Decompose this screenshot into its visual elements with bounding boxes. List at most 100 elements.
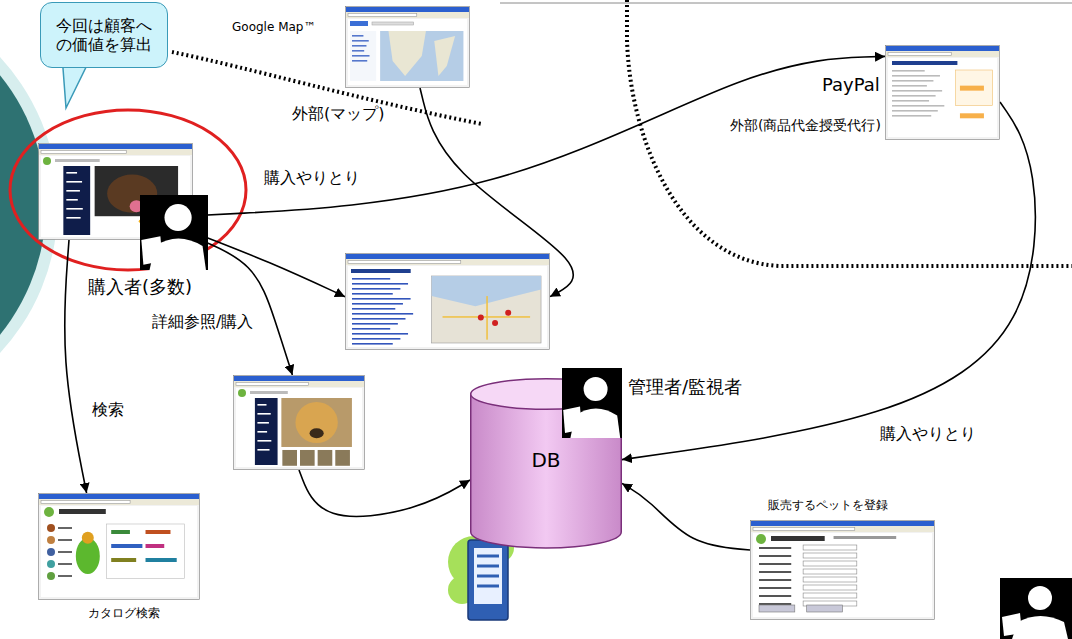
form-label xyxy=(759,571,791,573)
tag-word xyxy=(111,558,136,562)
flow-arrow xyxy=(299,470,470,516)
text-line xyxy=(352,288,400,290)
page-body xyxy=(348,266,547,347)
screenshot-frame xyxy=(346,7,470,88)
flow-arrow xyxy=(193,56,885,215)
button xyxy=(960,86,984,91)
callout-bubble: 今回は顧客への価値を算出 xyxy=(40,2,168,68)
map-land xyxy=(388,31,425,76)
server-icon xyxy=(477,575,499,578)
text-line xyxy=(352,283,408,285)
screenshot-frame xyxy=(39,494,200,600)
person-icon xyxy=(140,195,208,270)
screenshot-image xyxy=(345,6,470,88)
text-line xyxy=(892,70,925,72)
tag-word xyxy=(146,544,165,548)
dog-photo xyxy=(295,402,337,443)
person-icon xyxy=(1000,578,1072,639)
database-cylinder: DB xyxy=(470,378,622,548)
text-line xyxy=(250,391,288,394)
server-icon xyxy=(477,585,499,588)
search-box xyxy=(372,22,414,25)
edge-label: 詳細参照/購入 xyxy=(150,312,255,331)
text-line xyxy=(892,90,942,92)
screenshot-frame xyxy=(39,144,193,240)
thumbnail xyxy=(335,450,350,466)
node-text: カタログ検索 xyxy=(88,606,160,620)
screenshot-frame xyxy=(886,46,1000,140)
page-body xyxy=(236,388,362,467)
text-line xyxy=(892,75,940,77)
text-line xyxy=(352,313,413,315)
node-text: Google Map™ xyxy=(232,20,315,34)
text-line xyxy=(257,449,269,451)
toolbar xyxy=(234,381,364,387)
text-line xyxy=(352,303,403,305)
text-line xyxy=(55,159,100,162)
text-line xyxy=(892,95,936,97)
title-bar xyxy=(346,7,469,12)
screenshot-image xyxy=(233,375,365,470)
page-heading xyxy=(351,269,411,273)
thumbnail xyxy=(282,450,297,466)
text-line xyxy=(58,527,72,529)
edge-label: 検索 xyxy=(90,400,126,419)
screenshot-box: Google Map™ xyxy=(345,6,470,88)
title-bar xyxy=(39,494,199,499)
screenshot-image xyxy=(885,45,1000,140)
side-panel xyxy=(350,31,376,81)
form-input xyxy=(803,569,857,574)
page-heading xyxy=(771,536,825,541)
cylinder-body xyxy=(471,394,622,548)
map-pin xyxy=(505,310,511,316)
screenshot-box: 購入者(多数) xyxy=(38,143,193,240)
category-icon xyxy=(47,560,55,568)
dog-photo xyxy=(310,428,324,438)
node-text: 購入者(多数) xyxy=(88,276,192,298)
map-sea xyxy=(380,31,463,81)
parrot-image xyxy=(82,532,94,544)
text-line xyxy=(352,278,390,280)
page-heading xyxy=(59,509,106,514)
person-background xyxy=(140,195,208,270)
toolbar xyxy=(346,259,549,265)
address-bar xyxy=(348,261,461,264)
form-input xyxy=(803,561,857,566)
text-line xyxy=(352,50,364,52)
tag-word xyxy=(146,530,171,534)
address-bar xyxy=(41,151,126,154)
map-land xyxy=(434,36,455,76)
person-monitor xyxy=(141,236,162,265)
highlight-ellipse xyxy=(10,110,246,270)
screenshot-box: 販売するペットを登録 xyxy=(750,520,935,620)
role-label: 管理者/監視者 xyxy=(626,376,744,398)
text-line xyxy=(352,323,398,325)
form-label xyxy=(759,579,791,581)
button xyxy=(960,113,984,118)
server-icon xyxy=(468,540,508,620)
logo xyxy=(238,389,246,397)
logo xyxy=(756,534,766,544)
edge-label: 購入やりとり xyxy=(262,168,362,187)
node-text: 販売するペットを登録 xyxy=(768,498,888,512)
server-icon xyxy=(474,548,502,604)
map-area xyxy=(432,276,541,343)
person-head xyxy=(164,204,191,231)
form-label xyxy=(759,547,791,549)
page-body xyxy=(348,19,467,85)
text-line xyxy=(257,422,268,424)
text-line xyxy=(352,328,390,330)
node-text: 今回は顧客への価値を算出 xyxy=(54,16,153,54)
logo xyxy=(44,507,54,517)
text-line xyxy=(892,80,933,82)
thumbnail xyxy=(318,450,333,466)
flow-arrow xyxy=(622,483,750,550)
screenshot-box xyxy=(345,253,550,350)
text-line xyxy=(352,40,369,42)
server-icon xyxy=(477,555,499,558)
screenshot-box xyxy=(233,375,365,470)
boundary-dotted xyxy=(627,0,1072,266)
node-text: 外部(商品代金授受代行) xyxy=(730,117,881,134)
flow-arrow xyxy=(622,102,1035,460)
screenshot-frame xyxy=(234,376,365,470)
